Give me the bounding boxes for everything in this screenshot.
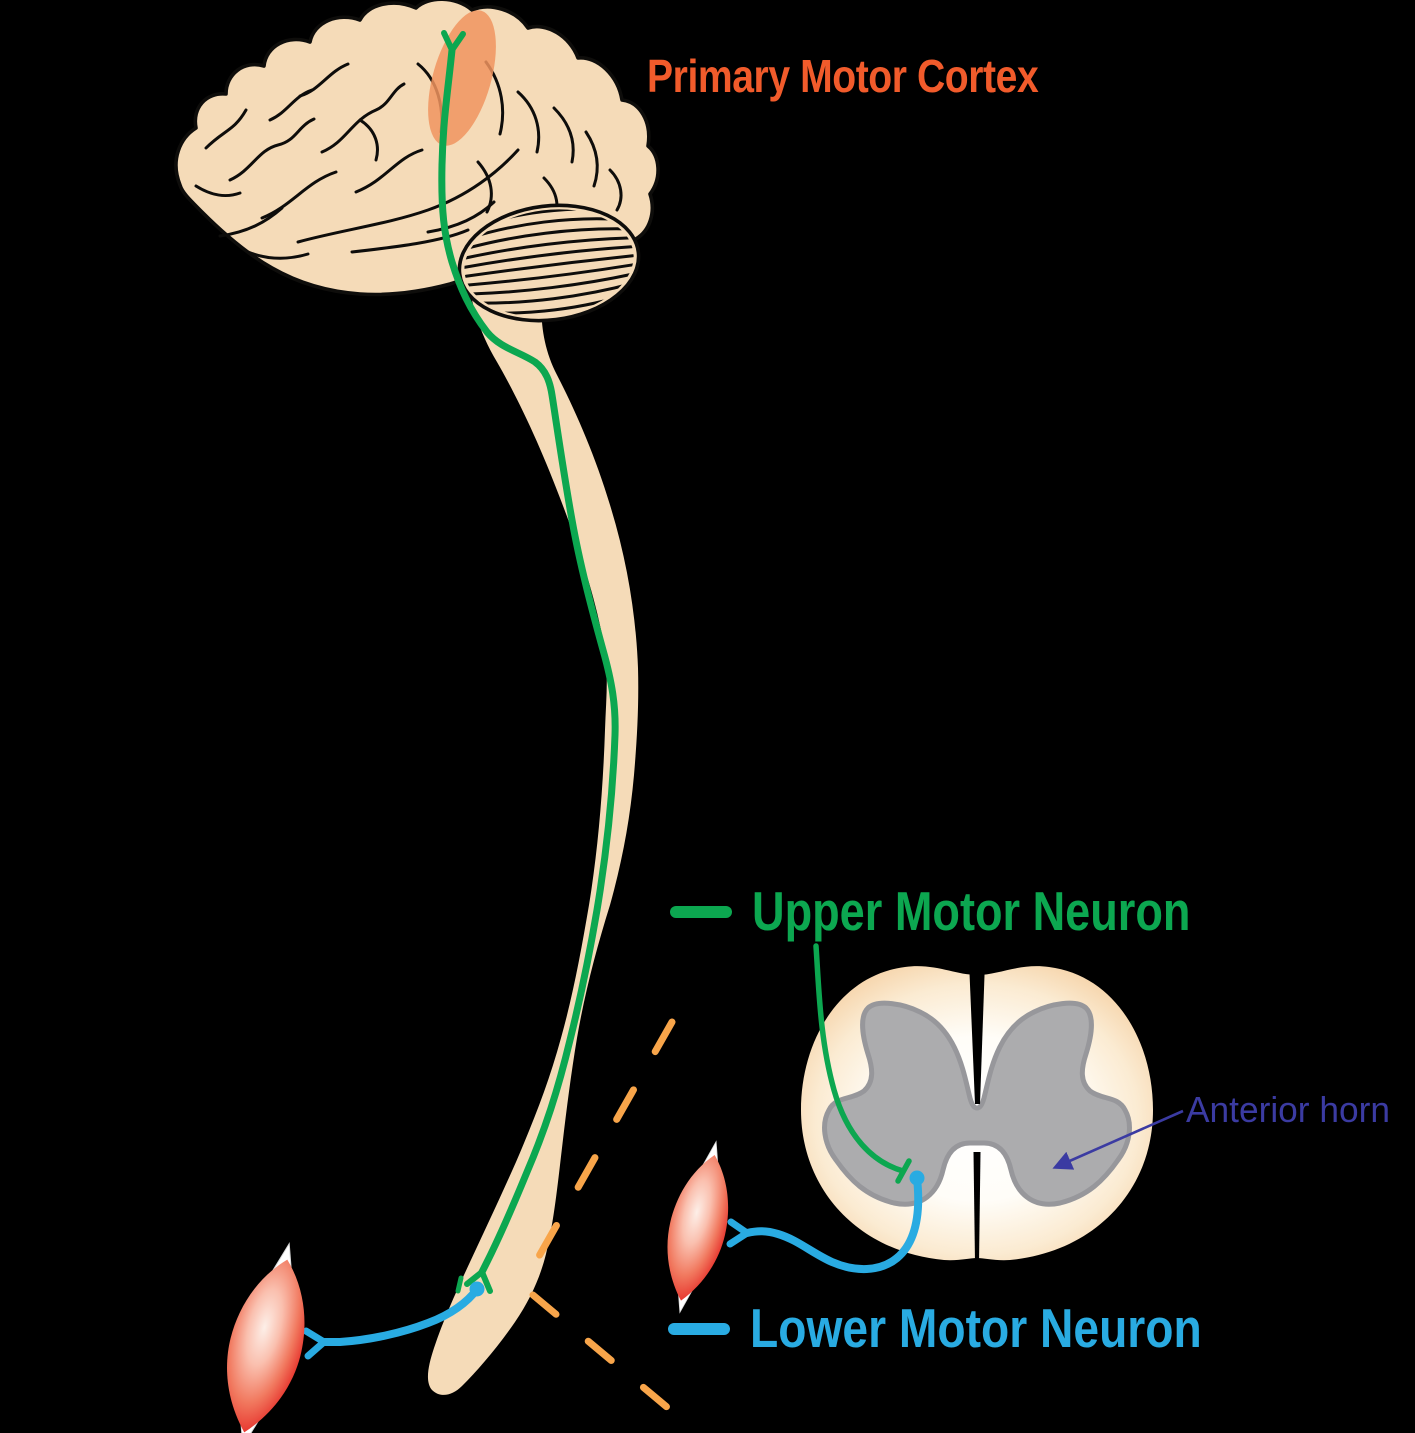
muscle-2: [653, 1140, 742, 1314]
upper-motor-neuron-legend-dash: [670, 905, 732, 918]
upper-motor-neuron-label-text: Upper Motor Neuron: [752, 880, 1191, 942]
umn-terminal-left: [464, 1269, 485, 1287]
anterior-median-fissure: [969, 961, 985, 1104]
upper-motor-neuron-path: [438, 30, 619, 1294]
upper-motor-neuron-leader: [813, 943, 912, 1184]
muscle-1: [209, 1242, 323, 1433]
section-level-dashed-line-lower: [529, 1291, 696, 1432]
brain-sulci: [194, 60, 623, 260]
brain-illustration: [174, 0, 660, 323]
spinal-cord-cross-section: [801, 961, 1153, 1263]
upper-motor-neuron-label: Upper Motor Neuron: [670, 884, 1287, 939]
lower-motor-neuron-path-1: [302, 1281, 485, 1360]
posterior-median-sulcus: [973, 1152, 981, 1263]
umn-terminal-right: [479, 1269, 493, 1294]
lower-motor-neuron-label: Lower Motor Neuron: [668, 1301, 1288, 1356]
lower-motor-neuron-legend-dash: [668, 1322, 730, 1335]
anterior-horn-label: Anterior horn: [1186, 1089, 1390, 1130]
anterior-horn-arrow: [1052, 1109, 1184, 1170]
lower-motor-neuron-path-2: [726, 1170, 925, 1274]
lower-motor-neuron-label-text: Lower Motor Neuron: [750, 1297, 1202, 1359]
umn-synapse-cap: [895, 1158, 912, 1184]
section-level-dashed-line-upper: [526, 1018, 676, 1276]
umn-dendrite-right: [449, 31, 466, 53]
primary-motor-cortex-label: Primary Motor Cortex: [647, 50, 1039, 102]
spinal-cord: [427, 263, 639, 1395]
